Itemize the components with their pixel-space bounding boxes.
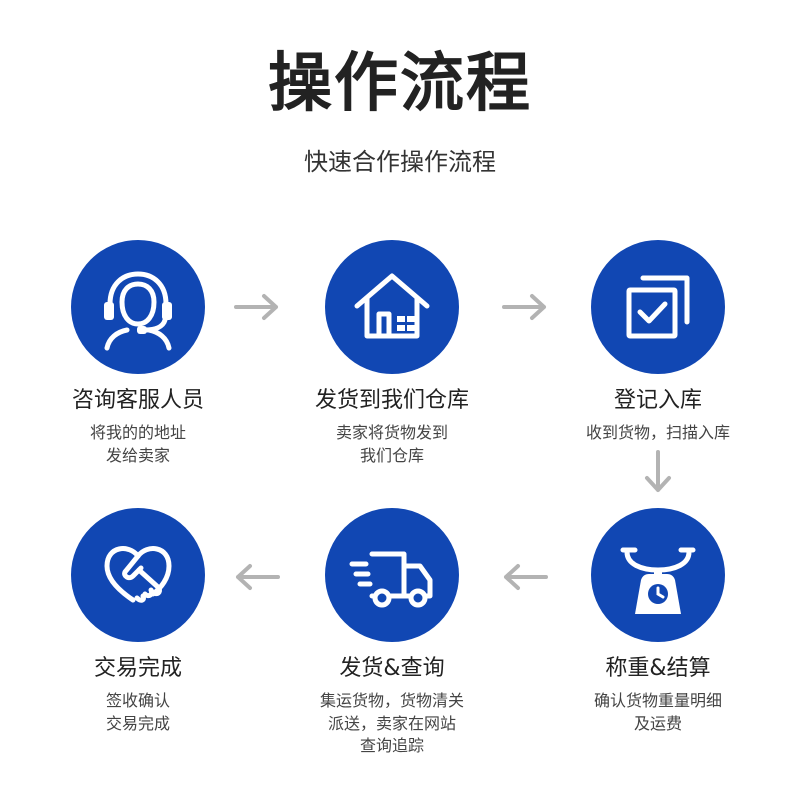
step-ship-track: 发货&查询 集运货物，货物清关 派送，卖家在网站 查询追踪 xyxy=(272,508,512,758)
step-icon-circle xyxy=(591,508,725,642)
arrow-right-icon xyxy=(234,294,278,320)
step-icon-circle xyxy=(591,240,725,374)
step-weigh-settle: 称重&结算 确认货物重量明细 及运费 xyxy=(538,508,778,735)
warehouse-house-icon xyxy=(354,273,430,339)
page-subtitle: 快速合作操作流程 xyxy=(304,148,496,176)
step-ship-to-warehouse: 发货到我们仓库 卖家将货物发到 我们仓库 xyxy=(272,240,512,467)
handshake-heart-icon xyxy=(104,546,172,603)
step-description: 卖家将货物发到 我们仓库 xyxy=(335,423,448,465)
arrow-right-icon xyxy=(502,294,546,320)
step-description: 将我的的地址 发给卖家 xyxy=(89,423,186,465)
arrow-left-icon xyxy=(236,564,280,590)
step-description: 确认货物重量明细 及运费 xyxy=(593,691,722,733)
step-icon-circle xyxy=(325,240,459,374)
checkbox-stack-icon xyxy=(626,275,690,339)
step-consult: 咨询客服人员 将我的的地址 发给卖家 xyxy=(18,240,258,467)
arrow-down-icon xyxy=(645,450,671,492)
step-icon-circle xyxy=(71,240,205,374)
step-title: 发货&查询 xyxy=(339,656,445,681)
step-description: 签收确认 交易完成 xyxy=(105,691,170,733)
step-title: 称重&结算 xyxy=(605,656,711,681)
step-title: 交易完成 xyxy=(93,656,182,681)
step-title: 发货到我们仓库 xyxy=(314,388,469,413)
step-check-in: 登记入库 收到货物，扫描入库 xyxy=(538,240,778,445)
step-complete: 交易完成 签收确认 交易完成 xyxy=(18,508,258,735)
step-icon-circle xyxy=(325,508,459,642)
customer-service-headset-icon xyxy=(104,271,172,351)
step-description: 收到货物，扫描入库 xyxy=(585,423,730,443)
weighing-scale-icon xyxy=(620,547,696,614)
step-title: 登记入库 xyxy=(613,388,702,413)
step-icon-circle xyxy=(71,508,205,642)
arrow-left-icon xyxy=(504,564,548,590)
step-description: 集运货物，货物清关 派送，卖家在网站 查询追踪 xyxy=(319,691,464,756)
delivery-truck-icon xyxy=(349,551,433,608)
step-title: 咨询客服人员 xyxy=(71,388,204,413)
page-title: 操作流程 xyxy=(268,47,532,121)
